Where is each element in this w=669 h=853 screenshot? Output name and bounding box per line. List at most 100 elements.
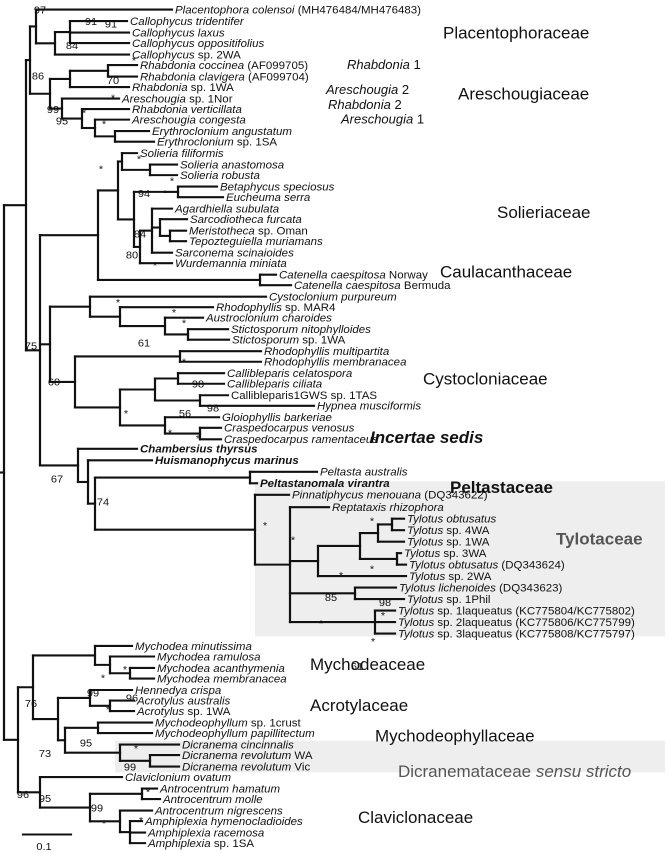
support-value: *: [111, 93, 116, 105]
taxon-name: Mychodeophyllum papillitectum: [155, 728, 315, 740]
taxon-label: Rhabdonia coccinea (AF099705): [140, 60, 308, 72]
taxon-name: Hypnea musciformis: [317, 401, 422, 413]
taxon-name: Tylotus: [398, 629, 435, 641]
support-value: 84: [66, 40, 78, 52]
taxon-suffix: (DQ343622): [421, 490, 488, 502]
support-value: *: [182, 318, 187, 330]
scale-bar-label: 0.1: [36, 841, 51, 853]
taxon-suffix: Vic: [291, 762, 310, 774]
taxon-label: Rhodophyllis membranacea: [264, 357, 406, 369]
taxon-name: Acrotylus: [136, 706, 185, 718]
support-value: *: [146, 786, 151, 798]
taxon-name: Erythroclonium angustatum: [152, 126, 292, 138]
family-name: Areschougiaceae: [458, 85, 589, 104]
family-label: Mychodeophyllaceae: [375, 727, 535, 746]
taxon-label: Tylotus obtusatus (DQ343624): [409, 560, 565, 572]
taxon-label: Rhabdonia clavigera (AF099704): [140, 72, 309, 84]
taxon-label: Tylotus sp. 2WA: [409, 571, 492, 583]
taxon-suffix: sp. 1WA: [188, 82, 235, 94]
taxon-name: Mychodea acanthymenia: [157, 663, 285, 675]
taxon-suffix: sp. 2WA: [195, 50, 242, 62]
taxon-name: Areschougia: [121, 94, 186, 106]
taxon-label: Wurdemannia miniata: [175, 258, 287, 270]
family-name: Tylotaceae: [556, 530, 643, 549]
genus-name: Areschougia: [340, 112, 413, 127]
tree-branches: [0, 8, 408, 845]
taxon-label: Cystoclonium purpureum: [269, 292, 397, 304]
taxon-name: Tylotus: [407, 594, 444, 606]
taxon-label: Rhabdonia sp. 1WA: [132, 82, 234, 94]
taxon-label: Solieria anastomosa: [180, 160, 284, 172]
taxon-label: Catenella caespitosa Bermuda: [294, 280, 451, 292]
taxon-name: Sarconema scinaioides: [175, 248, 294, 260]
taxon-suffix: WA: [291, 750, 313, 762]
taxon-label: Agardhiella subulata: [174, 204, 279, 216]
taxon-name: Tepozteguiella muriamans: [189, 236, 323, 248]
taxon-name: Antrocentrum nigrescens: [154, 806, 283, 818]
support-value: 86: [32, 71, 44, 83]
family-label: Tylotaceae: [556, 530, 643, 549]
support-value: 61: [138, 338, 150, 350]
support-value: 73: [39, 748, 51, 760]
taxon-suffix: sp. 4WA: [443, 525, 490, 537]
taxon-name: Eucheuma serra: [226, 192, 310, 204]
support-value: *: [319, 618, 324, 630]
genus-name: Areschougia: [325, 82, 398, 97]
taxon-name: Antrocentrum hamatum: [159, 784, 280, 796]
support-value: 97: [34, 5, 46, 17]
taxon-suffix: Norway: [386, 270, 429, 282]
taxon-label: Mychodeophyllum sp. 1crust: [155, 718, 302, 730]
support-value: 95: [80, 738, 92, 750]
taxon-name: Dicranema revolutum: [182, 762, 291, 774]
support-value: *: [102, 118, 107, 130]
taxon-label: Mychodea minutissima: [135, 641, 252, 653]
taxon-label: Areschougia congesta: [131, 115, 246, 127]
family-label: Areschougiaceae: [458, 85, 589, 104]
genus-name: Rhabdonia: [328, 97, 391, 112]
taxon-name: Callophycus: [132, 50, 195, 62]
taxon-name: Solieria anastomosa: [180, 160, 284, 172]
family-label: Claviclonaceae: [358, 808, 473, 827]
support-value: *: [168, 428, 173, 440]
family-qualifier: sensu stricto: [536, 762, 631, 781]
taxon-name: Mychodea minutissima: [135, 641, 252, 653]
support-value: 95: [39, 793, 51, 805]
taxon-suffix: (AF099705): [244, 60, 308, 72]
support-value: *: [132, 55, 137, 67]
taxon-name: Gloiophyllis barkeriae: [222, 412, 332, 424]
taxon-name: Antrocentrum molle: [162, 794, 263, 806]
support-value: *: [116, 297, 121, 309]
taxon-labels: Placentophora colensoi (MH476484/MH47648…: [121, 5, 635, 850]
taxon-label: Betaphycus speciosus: [220, 182, 335, 194]
taxon-name: Cystoclonium purpureum: [269, 292, 397, 304]
taxon-label: Areschougia sp. 1Nor: [121, 94, 233, 106]
taxon-name: Betaphycus speciosus: [220, 182, 335, 194]
support-value: 67: [51, 474, 63, 486]
taxon-name: Peltastanomala virantra: [260, 478, 390, 490]
family-label: Acrotylaceae: [310, 696, 408, 715]
dicranemataceae-highlight: [115, 740, 665, 773]
family-name: Solieriaceae: [497, 204, 590, 223]
family-label: Mychodeaceae: [310, 655, 425, 674]
taxon-label: Peltasta australis: [320, 467, 408, 479]
genus-number: 2: [398, 82, 409, 97]
support-value: 96: [126, 693, 138, 705]
taxon-label: Tylotus sp. 3WA: [404, 548, 487, 560]
taxon-name: Reptataxis rhizophora: [332, 502, 444, 514]
taxon-label: Placentophora colensoi (MH476484/MH47648…: [175, 5, 421, 17]
taxon-label: Amphiplexia sp. 1SA: [147, 838, 255, 850]
taxon-name: Rhodophyllis multipartita: [264, 346, 389, 358]
support-value: *: [291, 535, 296, 547]
support-value: 85: [325, 592, 337, 604]
support-value: 61: [351, 661, 363, 673]
support-value: 75: [25, 341, 37, 353]
taxon-label: Sarcodiotheca furcata: [190, 214, 302, 226]
taxon-label: Callibleparis celatospora: [227, 368, 352, 380]
support-value: 98: [379, 597, 391, 609]
family-name: Incertae sedis: [370, 428, 483, 447]
taxon-label: Rhodophyllis multipartita: [264, 346, 389, 358]
taxon-label: Amphiplexia racemosa: [147, 828, 264, 840]
taxon-label: Craspedocarpus venosus: [224, 423, 355, 435]
taxon-label: Tepozteguiella muriamans: [189, 236, 323, 248]
